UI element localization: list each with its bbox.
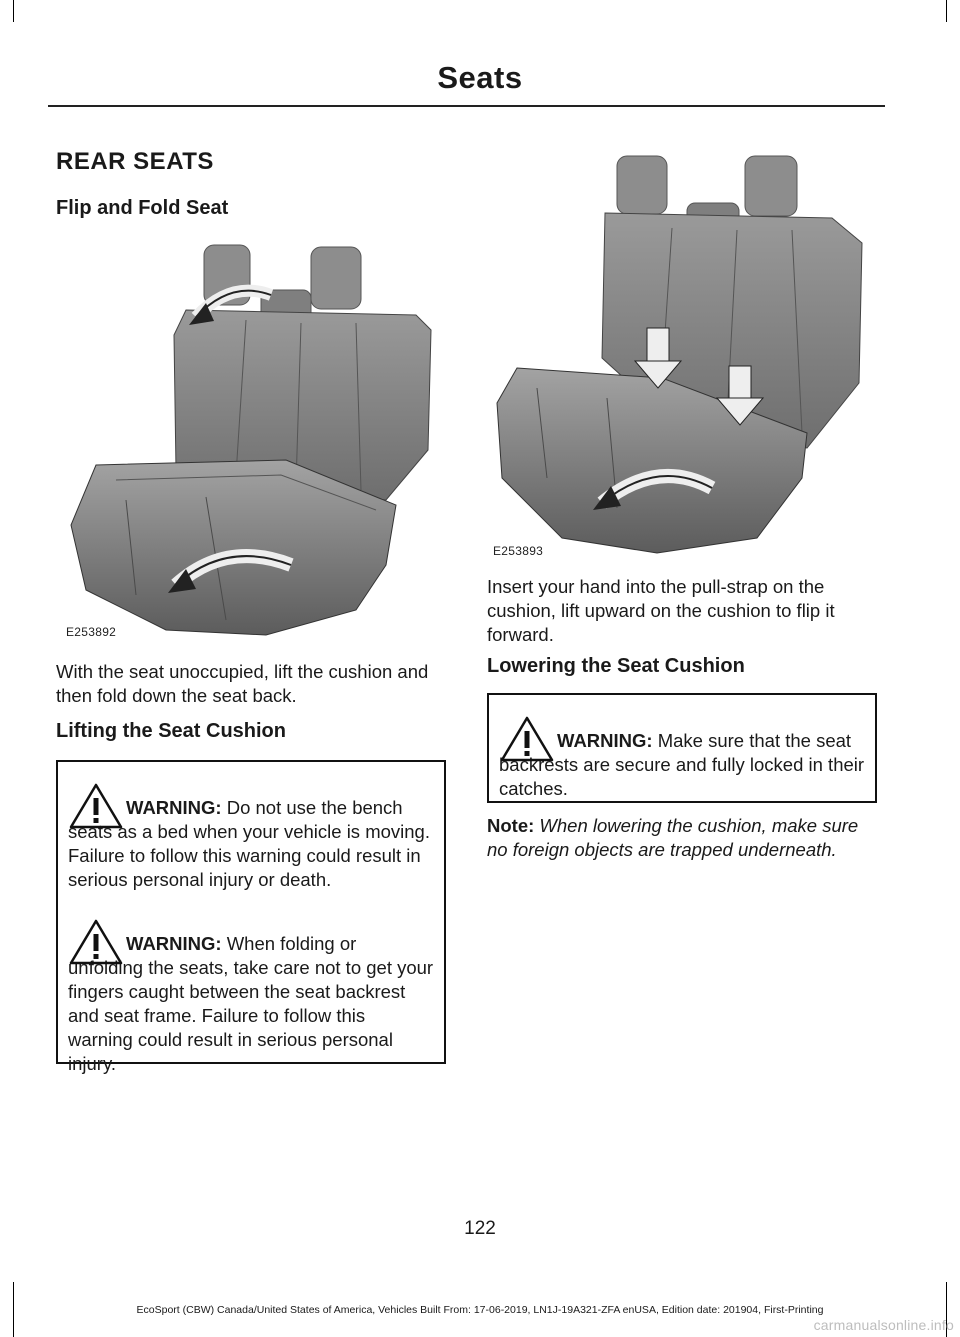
rear-seat-illustration-lift: E253892 <box>56 235 446 640</box>
warning-label: WARNING: <box>126 933 222 954</box>
warning-text: Do not use the bench seats as a bed when… <box>68 797 430 890</box>
rear-seat-illustration-lower: E253893 <box>487 148 877 558</box>
warning-triangle-icon <box>69 919 123 965</box>
page-number: 122 <box>464 1218 496 1239</box>
crop-mark-top-left <box>13 0 14 22</box>
warning-triangle-icon <box>500 716 554 762</box>
warning-item: WARNING: Make sure that the seat backres… <box>499 716 865 801</box>
note: Note: When lowering the cushion, make su… <box>487 814 879 862</box>
section-title: REAR SEATS <box>56 148 214 175</box>
figure-code: E253892 <box>66 625 117 639</box>
footer-edition-info: EcoSport (CBW) Canada/United States of A… <box>136 1304 824 1316</box>
header-divider <box>48 105 885 107</box>
insert-hand-text: Insert your hand into the pull-strap on … <box>487 576 835 645</box>
flip-fold-text: With the seat unoccupied, lift the cushi… <box>56 661 429 706</box>
warning-item: WARNING: When folding or unfolding the s… <box>68 919 434 1076</box>
warning-text: When folding or unfolding the seats, tak… <box>68 933 434 1074</box>
warning-label: WARNING: <box>557 730 653 751</box>
warning-text: Make sure that the seat backrests are se… <box>499 730 865 799</box>
lowering-heading: Lowering the Seat Cushion <box>487 655 745 677</box>
note-label: Note: <box>487 815 535 836</box>
page-title: Seats <box>437 60 523 95</box>
crop-mark-bottom-right <box>946 1282 947 1337</box>
note-text: When lowering the cushion, make sure no … <box>487 815 859 860</box>
warning-box-lowering: WARNING: Make sure that the seat backres… <box>487 693 877 803</box>
warning-item: WARNING: Do not use the bench seats as a… <box>68 783 434 892</box>
warning-label: WARNING: <box>126 797 222 818</box>
watermark: carmanualsonline.info <box>813 1317 954 1333</box>
warning-box-lifting: WARNING: Do not use the bench seats as a… <box>56 760 446 1074</box>
flip-fold-heading: Flip and Fold Seat <box>56 197 229 219</box>
crop-mark-top-right <box>946 0 947 22</box>
crop-mark-bottom-left <box>13 1282 14 1337</box>
lifting-heading: Lifting the Seat Cushion <box>56 720 286 742</box>
figure-code: E253893 <box>493 544 544 558</box>
warning-triangle-icon <box>69 783 123 829</box>
